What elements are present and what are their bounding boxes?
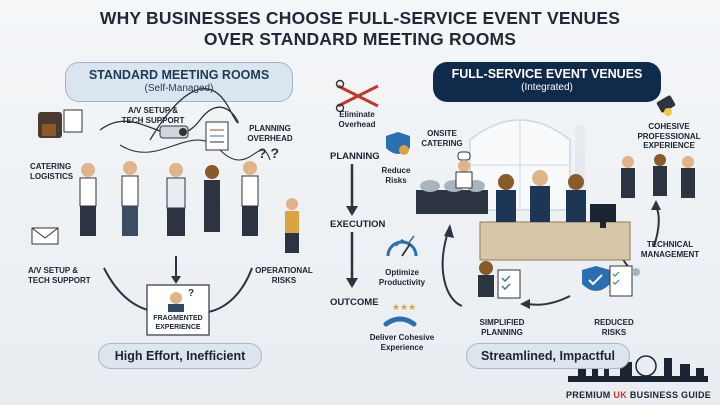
full-service-header: FULL-SERVICE EVENT VENUES (Integrated) [433,62,661,102]
reduce-risks-label: Reduce Risks [381,166,411,185]
confused-person-icon [170,292,182,304]
outcome-stage: OUTCOME [330,297,379,308]
productivity-gauge-icon [386,235,418,257]
page-title: WHY BUSINESSES CHOOSE FULL-SERVICE EVENT… [0,8,720,50]
chef-figure [455,151,473,189]
handshake-icon: ★★★ [383,302,417,327]
brand-suffix: BUSINESS GUIDE [629,390,712,400]
deliver-cohesive-label: Deliver Cohesive Experience [369,333,435,352]
eliminate-overhead-label: Eliminate Overhead [338,110,376,129]
fragmented-experience-label: FRAGMENTED EXPERIENCE [153,315,203,331]
envelope-icon [31,227,59,245]
standard-rooms-subheading: (Self-Managed) [144,83,214,94]
av-setup-bottom-label: A/V SETUP & TECH SUPPORT [28,266,91,285]
svg-text:?: ? [188,288,194,299]
coffee-maker-icon [38,109,83,138]
catering-logistics-label: CATERING LOGISTICS [30,162,74,181]
planner-figure [478,261,521,299]
standard-rooms-header: STANDARD MEETING ROOMS (Self-Managed) [65,62,293,102]
reduced-risks-label: REDUCED RISKS [594,318,634,337]
brand-logo-text: PREMIUM UK BUSINESS GUIDE [566,390,711,400]
monitor-icon [590,204,616,228]
planning-stage: PLANNING [330,151,380,162]
full-service-heading: FULL-SERVICE EVENT VENUES [451,67,643,81]
technical-management-label: TECHNICAL MANAGEMENT [640,240,700,259]
panel-table [479,221,631,261]
onsite-catering-label: ONSITE CATERING [421,129,463,148]
title-line-2: OVER STANDARD MEETING ROOMS [203,29,517,49]
buffet-station [416,180,488,214]
svg-text:★★★: ★★★ [392,302,416,312]
operational-risks-label: OPERATIONAL RISKS [255,266,313,285]
left-footer-pill: High Effort, Inefficient [98,343,262,369]
execution-stage: EXECUTION [330,219,386,230]
brand-highlight: UK [613,390,628,400]
title-line-1: WHY BUSINESSES CHOOSE FULL-SERVICE EVENT… [99,8,621,28]
planning-overhead-label: PLANNING OVERHEAD [247,124,293,143]
spotlight-icon [656,95,676,116]
av-setup-top-label: A/V SETUP & TECH SUPPORT [121,106,185,125]
simplified-planning-label: SIMPLIFIED PLANNING [479,318,525,337]
shield-gear-icon [386,132,410,155]
shield-check-icon [582,265,640,297]
right-footer-pill: Streamlined, Impactful [466,343,630,369]
scissors-icon [335,79,379,113]
audience-clapping [621,154,695,198]
optimize-productivity-label: Optimize Productivity [378,268,426,287]
panel-speakers [496,170,586,222]
cohesive-professional-label: COHESIVE PROFESSIONAL EXPERIENCE [637,122,701,150]
stressed-workers [79,161,299,253]
brand-prefix: PREMIUM [566,390,611,400]
question-mark-icon: ? ? [258,145,279,161]
full-service-subheading: (Integrated) [521,82,573,93]
projector-icon [159,125,189,139]
standard-rooms-heading: STANDARD MEETING ROOMS [88,68,270,82]
clipboard-icon [205,121,229,151]
